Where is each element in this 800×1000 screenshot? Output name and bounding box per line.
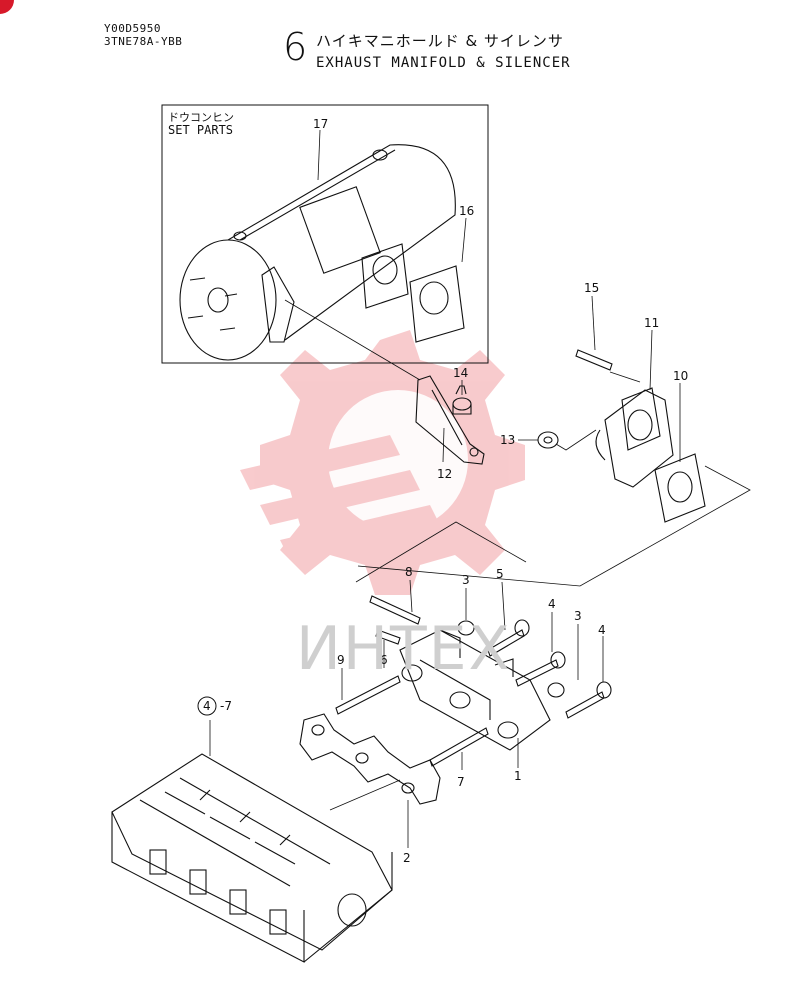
callout-17: 17: [313, 117, 328, 131]
reference-circle-number: 4: [203, 699, 211, 713]
manifold-gasket: [299, 713, 441, 805]
cylinder-head: [111, 753, 393, 963]
studs-and-bolts: [335, 595, 612, 767]
section-title-japanese: ハイキマニホールド & サイレンサ: [316, 32, 564, 50]
callout-9: 9: [337, 653, 345, 667]
callout-7: 7: [457, 775, 465, 789]
callout-3-lower: 3: [574, 609, 582, 623]
leader-lines-lower: [209, 579, 604, 848]
reference-circle: [197, 696, 217, 716]
bracket: [415, 375, 485, 465]
callout-3-upper: 3: [462, 573, 470, 587]
callout-12: 12: [437, 467, 452, 481]
callout-2: 2: [403, 851, 411, 865]
callout-15: 15: [584, 281, 599, 295]
stud-15: [575, 349, 613, 371]
catalog-code: Y00D5950: [104, 22, 161, 35]
callout-4-upper: 4: [548, 597, 556, 611]
callout-6: 6: [380, 653, 388, 667]
set-parts-frame: [161, 104, 489, 364]
callout-labels: 17 16 15 11 10 14 13 12 8 3 5 4 3 4 9 6 …: [197, 117, 688, 865]
watermark-gear-icon: [240, 330, 525, 595]
silencer-body: [179, 144, 456, 361]
section-title-english: EXHAUST MANIFOLD & SILENCER: [316, 55, 571, 71]
nut-13: [537, 431, 559, 449]
callout-4-lower: 4: [598, 623, 606, 637]
callout-11: 11: [644, 316, 659, 330]
callout-10: 10: [673, 369, 688, 383]
callout-8: 8: [405, 565, 413, 579]
set-parts-label-english: SET PARTS: [168, 123, 234, 137]
callout-16: 16: [459, 204, 474, 218]
leader-lines-upper: [284, 129, 751, 587]
callout-5: 5: [496, 567, 504, 581]
engine-model-code: 3TNE78A-YBB: [104, 35, 183, 48]
gasket-10: [654, 453, 706, 523]
section-number: 6: [283, 25, 308, 69]
callout-13: 13: [500, 433, 515, 447]
exhaust-manifold: [399, 629, 551, 751]
reference-suffix: -7: [220, 699, 232, 713]
watermark-text: ИНТЕХ: [296, 614, 512, 684]
flange-11: [595, 387, 674, 488]
callout-1: 1: [514, 769, 522, 783]
set-parts-label: ドウコンヒン SET PARTS: [168, 111, 234, 137]
callout-14: 14: [453, 366, 468, 380]
silencer-gasket: [361, 243, 465, 343]
set-parts-label-japanese: ドウコンヒン: [168, 111, 234, 124]
